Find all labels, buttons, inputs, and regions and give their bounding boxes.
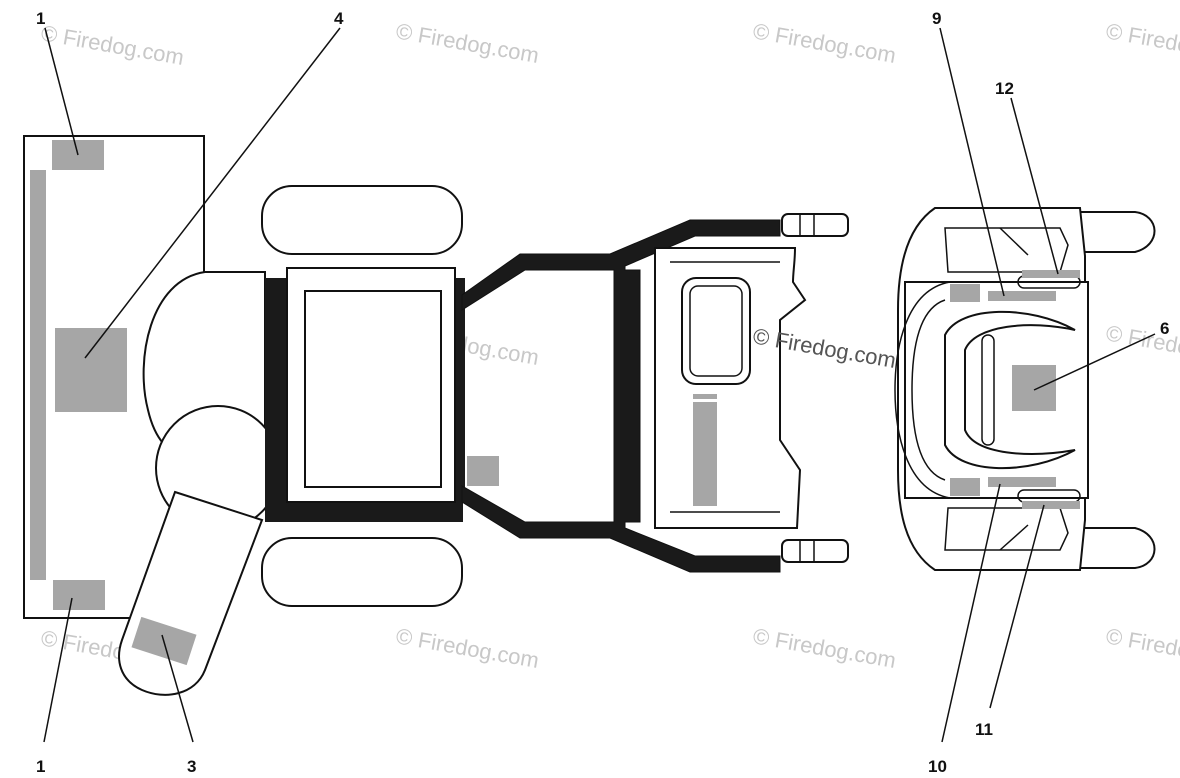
- callout-4: 4: [334, 9, 344, 28]
- decal-frame-side: [467, 456, 499, 486]
- callout-9: 9: [932, 9, 941, 28]
- callout-11: 11: [975, 720, 993, 739]
- decal-panel: [693, 402, 717, 506]
- handle-grips: [781, 213, 849, 563]
- callout-3: 3: [187, 757, 196, 776]
- decal-strip-front: [30, 170, 46, 580]
- decal-11: [1022, 501, 1080, 509]
- rear-console: [894, 207, 1156, 571]
- decal-9: [988, 291, 1056, 301]
- leader-lines: [43, 27, 1156, 743]
- watermark: © Firedog.com: [751, 18, 898, 68]
- watermark: © Firedog.com: [394, 18, 541, 68]
- display-window: [681, 277, 751, 385]
- decal-panel-label: [693, 394, 717, 399]
- engine-frame: [265, 267, 465, 522]
- callout-1-bottom: 1: [36, 757, 45, 776]
- watermark: © Firedog.com: [394, 623, 541, 673]
- decal-6: [1012, 365, 1056, 411]
- wheel-top: [261, 185, 463, 255]
- decal-10: [988, 477, 1056, 487]
- decal-rear-bottom-left: [950, 478, 980, 496]
- wheel-bottom: [261, 537, 463, 607]
- callout-1-top: 1: [36, 9, 45, 28]
- watermark: © Firedog.com: [1104, 18, 1180, 68]
- watermark: © Firedog.com: [751, 623, 898, 673]
- watermark: © Firedog.com: [1104, 623, 1180, 673]
- watermark: © Firedog.com: [39, 20, 186, 70]
- callout-6: 6: [1160, 319, 1169, 338]
- handle-frame: [461, 219, 781, 573]
- decal-rear-top-left: [950, 284, 980, 302]
- decal-4: [55, 328, 127, 412]
- callout-12: 12: [995, 79, 1014, 98]
- callout-labels: 1 4 9 12 6 1 3 10 11: [36, 9, 1169, 776]
- control-panel: [654, 247, 807, 529]
- callout-10: 10: [928, 757, 947, 776]
- decal-1-bottom: [53, 580, 105, 610]
- decal-12: [1022, 270, 1080, 278]
